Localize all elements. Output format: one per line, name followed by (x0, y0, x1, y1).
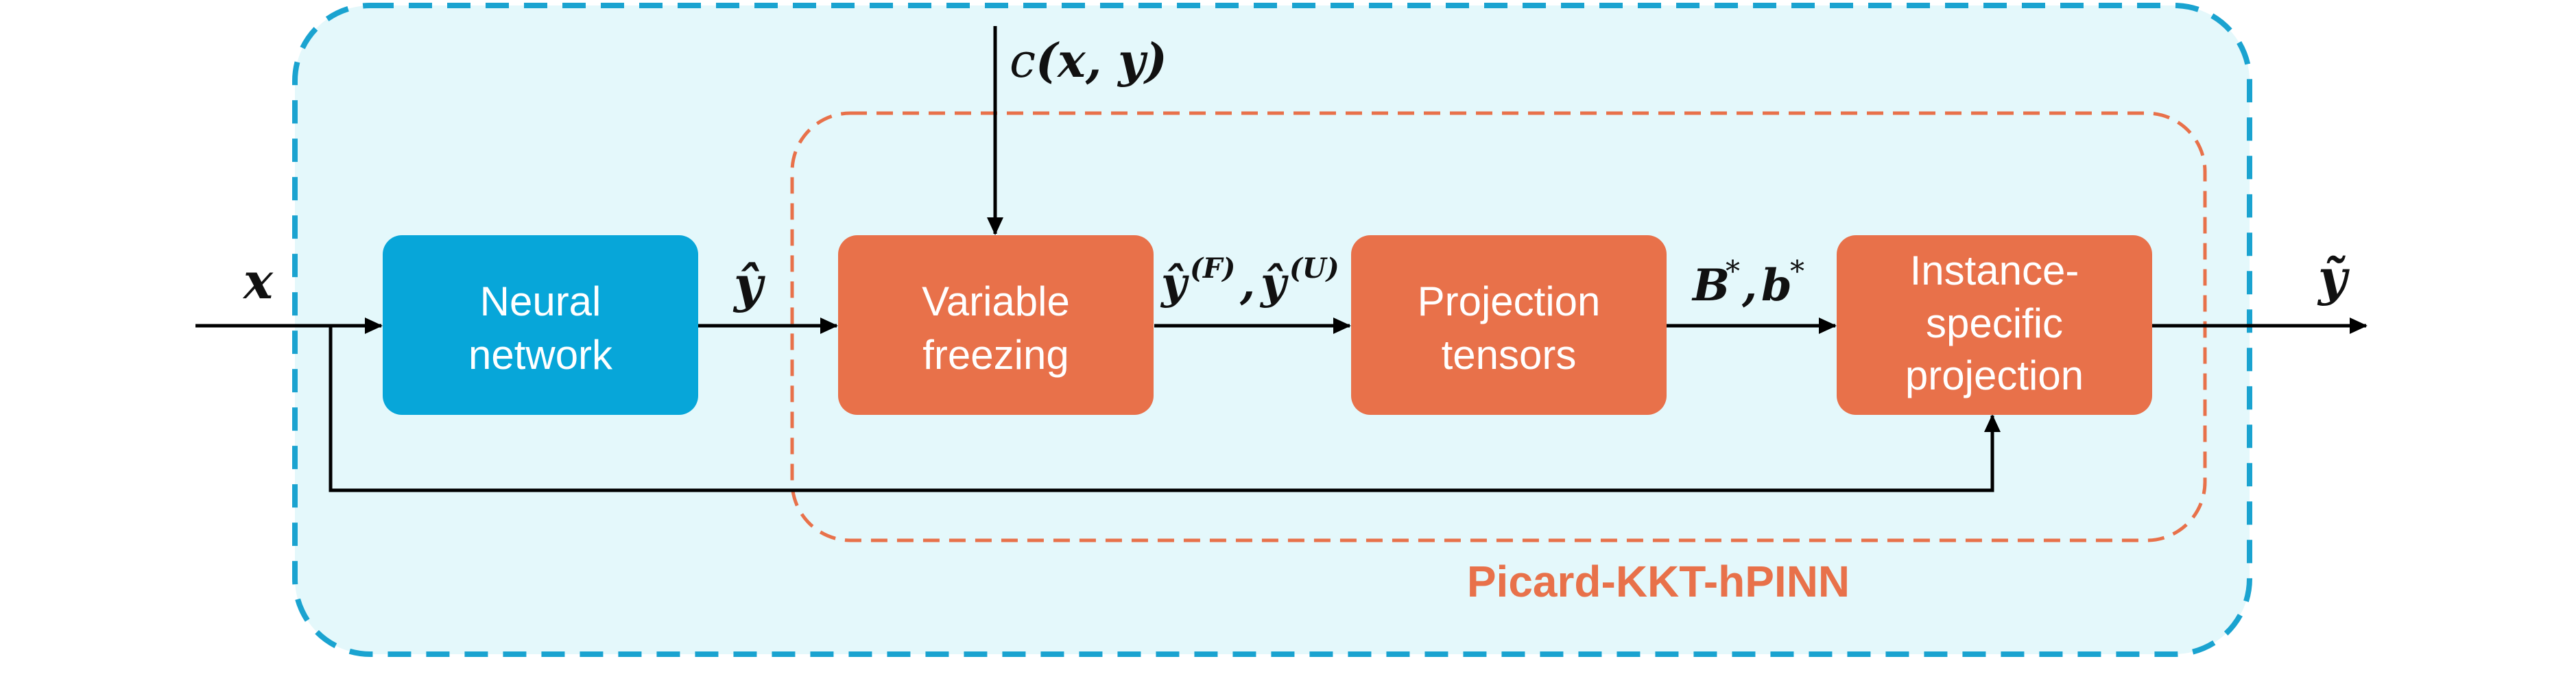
svg-text:ŷ: ŷ (1259, 258, 1289, 309)
node-label: freezing (922, 332, 1069, 378)
label-constraint: c (x, y) (1010, 34, 1167, 88)
node-label: tensors (1442, 332, 1577, 378)
node-label: specific (1926, 300, 2063, 346)
svg-text:b: b (1761, 260, 1792, 311)
svg-text:,: , (1239, 258, 1255, 309)
svg-text:(F): (F) (1190, 252, 1235, 285)
node-label: network (468, 332, 613, 378)
node-projection-tensors: Projection tensors (1351, 235, 1667, 415)
svg-text:*: * (1790, 254, 1804, 288)
node-label: Neural (480, 278, 601, 324)
label-input-x: x (242, 252, 274, 310)
label-yhat: ŷ (732, 255, 765, 313)
label-frozen-unfrozen: ŷ (F) , ŷ (U) (1160, 252, 1339, 309)
node-variable-freezing: Variable freezing (838, 235, 1154, 415)
label-output-y: ỹ (2317, 248, 2350, 307)
inner-region-title: Picard-KKT-hPINN (1467, 557, 1850, 606)
edge-input-bypass (329, 326, 2001, 492)
node-label: Projection (1418, 278, 1601, 324)
svg-text:c: c (1010, 34, 1036, 88)
node-instance-specific-projection: Instance- specific projection (1837, 235, 2152, 415)
svg-text:B: B (1691, 260, 1730, 311)
svg-text:ŷ: ŷ (1160, 258, 1189, 309)
svg-text:(U): (U) (1289, 252, 1339, 285)
node-label: Instance- (1910, 248, 2079, 293)
node-neural-network: Neural network (383, 235, 698, 415)
label-tensors-B-b: B * , b * (1691, 254, 1804, 311)
node-label: projection (1905, 352, 2084, 398)
svg-text:(x, y): (x, y) (1036, 34, 1167, 88)
node-label: Variable (922, 278, 1070, 324)
svg-text:*: * (1726, 254, 1740, 288)
svg-text:,: , (1741, 260, 1757, 311)
